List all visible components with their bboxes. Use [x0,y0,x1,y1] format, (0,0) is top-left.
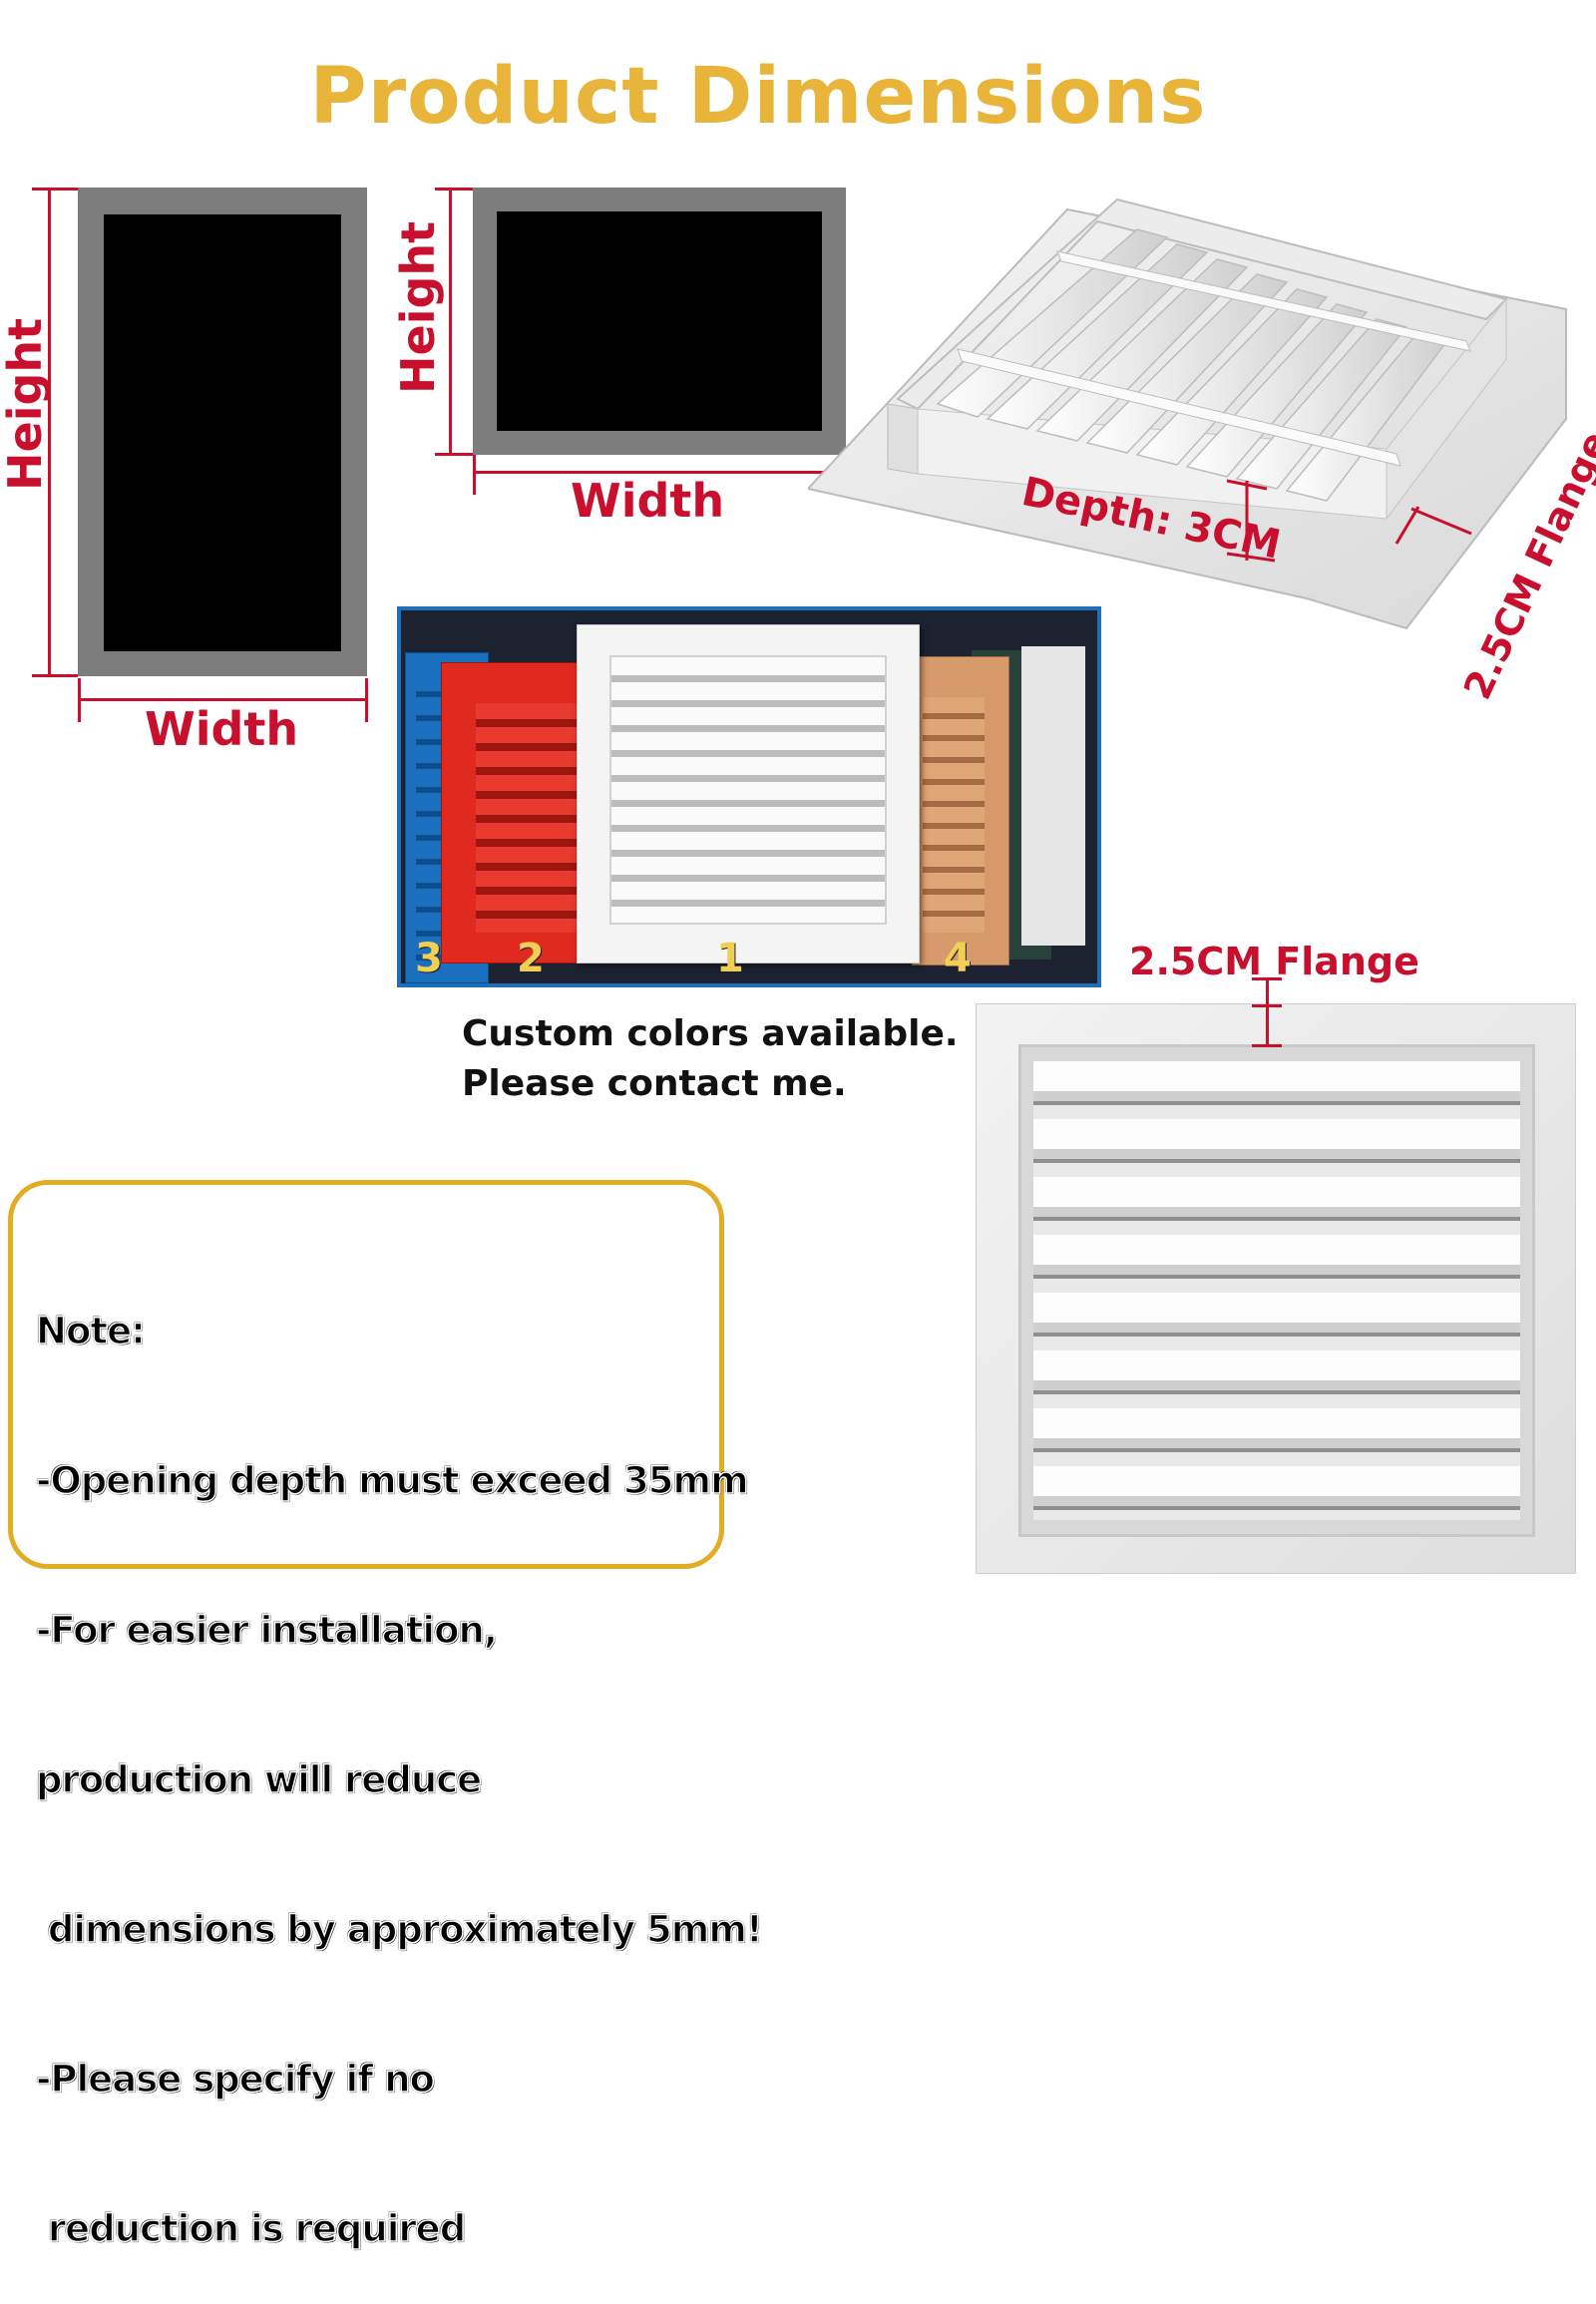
vent-3d-box-front [887,403,919,475]
tall-width-line [78,698,367,701]
wide-width-label: Width [571,474,725,528]
swatch-white [577,624,920,963]
page-title: Product Dimensions [309,52,1207,142]
swatch-tan [912,656,1009,965]
front-vent-inner-frame [1018,1044,1535,1537]
tall-height-line [48,188,51,676]
wide-height-line [449,188,452,455]
vent-3d-bar-bottom [957,348,1401,467]
tall-height-label: Height [0,317,52,491]
wide-height-label: Height [391,220,445,394]
front-vent-flange-tick-bottom [1252,1044,1282,1047]
front-vent-photo [976,1003,1576,1574]
swatch-light-gray [1021,646,1085,946]
note-box [8,1180,724,1569]
tall-width-tick-right [365,678,368,722]
note-line-2: -For easier installation, [35,1608,498,1653]
custom-colors-line-1: Custom colors available. [462,1013,959,1054]
note-line-5: -Please specify if no [35,2057,435,2102]
front-vent-flange-label: 2.5CM Flange [1129,940,1419,983]
vent-3d-bar-top [1056,250,1471,352]
note-line-1: -Opening depth must exceed 35mm [35,1458,749,1503]
wide-height-tick-bottom [435,453,473,456]
custom-colors-text: Custom colors available. Please contact … [462,1009,959,1109]
sample-number-2: 2 [517,936,545,981]
tall-frame-opening [104,214,341,651]
wide-height-tick-top [435,188,473,191]
tall-height-tick-bottom [32,674,78,677]
tall-width-label: Width [145,702,299,756]
vent-3d-illustration [808,197,1567,630]
note-heading: Note: [35,1309,146,1353]
front-vent-louvers [1033,1061,1520,1520]
note-line-6: reduction is required [36,2206,467,2251]
tall-height-tick-top [32,188,78,191]
front-vent-flange-marker-cap [1252,977,1282,980]
color-samples-photo: 3 2 1 4 [397,606,1101,987]
note-line-3: production will reduce [35,1757,483,1802]
tall-width-tick-left [78,678,81,722]
wide-width-line [473,471,846,474]
wide-frame-opening [497,211,822,431]
sample-number-3: 3 [415,936,443,981]
custom-colors-line-2: Please contact me. [462,1063,847,1104]
front-vent-flange-marker-top [1266,977,1269,1007]
note-line-4: dimensions by approximately 5mm! [36,1907,763,1952]
sample-number-4: 4 [944,936,972,981]
sample-number-1: 1 [716,936,744,981]
front-vent-flange-marker [1266,1004,1269,1046]
note-text: Note: -Opening depth must exceed 35mm -F… [35,1207,763,2304]
vent-3d-box-right [1386,297,1507,521]
wide-width-tick-left [473,455,476,495]
vent-3d-slats [936,228,1448,502]
